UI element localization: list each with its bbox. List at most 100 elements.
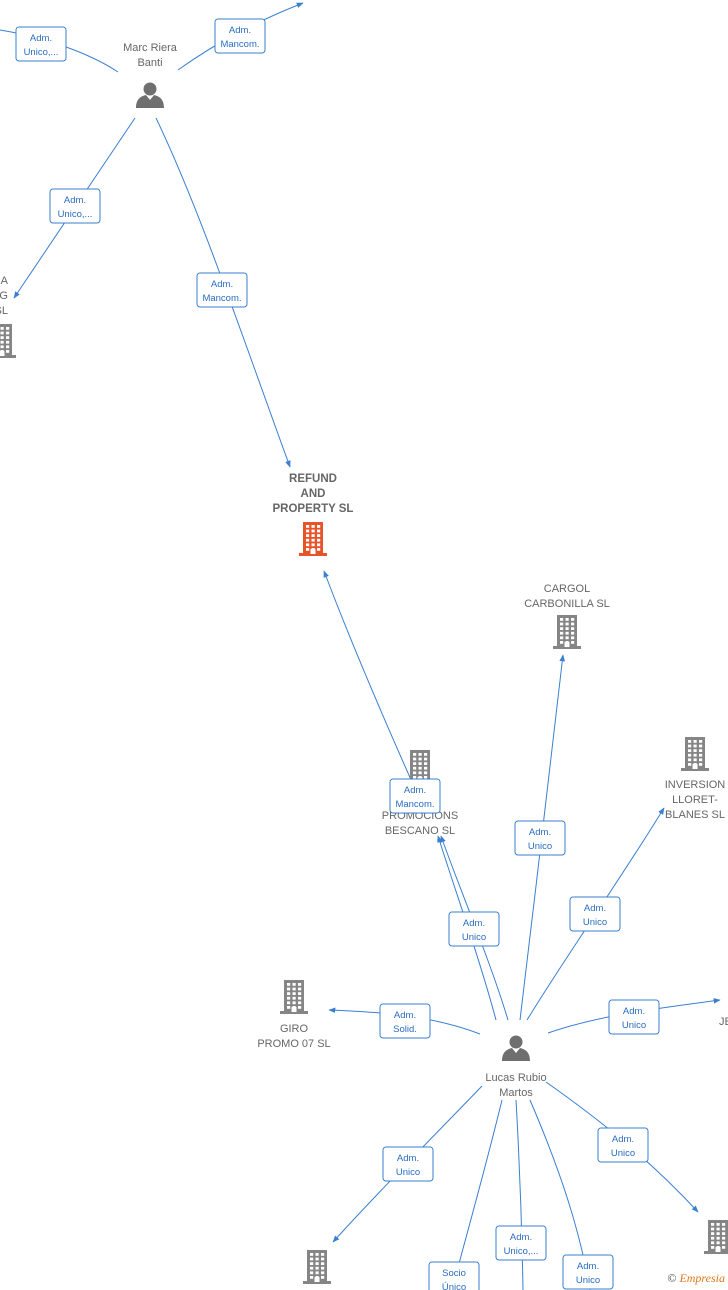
edge-label-text: Adm.: [584, 903, 606, 914]
node-label: Banti: [137, 57, 162, 69]
node-label: IG: [0, 290, 8, 302]
node-label: CARGOL: [544, 583, 590, 595]
edge-label-text: Solid.: [393, 1024, 417, 1035]
edge-label-text: Unico: [622, 1020, 646, 1031]
edge-label-text: Mancom.: [220, 39, 259, 50]
edge-label-text: Único: [442, 1282, 466, 1290]
copyright-symbol: ©: [667, 1271, 677, 1285]
edge-label-e6[interactable]: Adm. Unico: [448, 911, 500, 947]
edge-label-text: Adm.: [510, 1232, 532, 1243]
edge-label-box: [569, 896, 621, 932]
building-icon: [553, 615, 581, 649]
edge-label-text: Adm.: [529, 827, 551, 838]
edge-label-text: Unico: [528, 841, 552, 852]
edge-label-text: Adm.: [30, 33, 52, 44]
node-label: LLORET-: [672, 794, 718, 806]
edge-label-box: [214, 18, 266, 54]
building-icon-main: [299, 522, 327, 556]
edge-label-text: Unico: [396, 1167, 420, 1178]
edge-label-text: Adm.: [64, 195, 86, 206]
edge-label-box: [382, 1146, 434, 1182]
edge-label-box: [562, 1254, 614, 1290]
edge-label-e9[interactable]: Adm. Solid.: [379, 1003, 431, 1039]
node-cargol[interactable]: CARGOL CARBONILLA SL: [524, 583, 610, 649]
edge-label-text: Unico,...: [504, 1246, 539, 1257]
node-label: AND: [301, 488, 326, 500]
node-label: Martos: [499, 1087, 533, 1099]
node-label: JE: [719, 1016, 728, 1028]
edge-label-box: [448, 911, 500, 947]
edge-label-e1[interactable]: Adm. Unico,...: [15, 26, 67, 62]
building-icon: [0, 324, 16, 358]
edge-label-box: [379, 1003, 431, 1039]
edge-label-e8[interactable]: Adm. Unico: [569, 896, 621, 932]
edge-label-text: Adm.: [229, 25, 251, 36]
edge-label-box: [15, 26, 67, 62]
edge-label-e5[interactable]: Adm. Mancom.: [389, 778, 441, 814]
node-label: BESCANO SL: [385, 825, 455, 837]
node-bottom_right_co[interactable]: [704, 1220, 728, 1254]
node-bottom_left_co[interactable]: [303, 1250, 331, 1284]
edge-label-e3[interactable]: Adm. Unico,...: [49, 188, 101, 224]
edge-label-e10[interactable]: Adm. Unico: [608, 999, 660, 1035]
edge-label-e2[interactable]: Adm. Mancom.: [214, 18, 266, 54]
person-icon: [502, 1035, 530, 1061]
node-right_partial[interactable]: JE: [719, 987, 728, 1028]
person-icon: [136, 82, 164, 108]
edge-label-e4[interactable]: Adm. Mancom.: [196, 272, 248, 308]
edge-label-e15[interactable]: Adm. Unico: [562, 1254, 614, 1290]
edge-label-text: Unico,...: [58, 209, 93, 220]
building-icon: [681, 737, 709, 771]
edge-label-text: Adm.: [623, 1006, 645, 1017]
edge-e14: [515, 1099, 524, 1290]
edge-label-text: Adm.: [211, 279, 233, 290]
edge-label-box: [608, 999, 660, 1035]
edge-label-text: Adm.: [612, 1134, 634, 1145]
edge-label-text: Mancom.: [395, 799, 434, 810]
building-icon: [303, 1250, 331, 1284]
empresia-logo[interactable]: Empresia: [679, 1271, 725, 1285]
copyright-notice: © Empresia: [667, 1271, 725, 1286]
edge-label-text: Adm.: [577, 1261, 599, 1272]
node-label: PROMO 07 SL: [257, 1038, 330, 1050]
node-inversion[interactable]: INVERSION LLORET- BLANES SL: [665, 737, 726, 821]
edge-label-box: [49, 188, 101, 224]
edge-label-text: Adm.: [397, 1153, 419, 1164]
building-icon: [280, 980, 308, 1014]
node-giro[interactable]: GIRO PROMO 07 SL: [257, 980, 331, 1050]
edge-label-text: Adm.: [404, 785, 426, 796]
edge-label-box: [428, 1261, 480, 1290]
edge-label-box: [196, 272, 248, 308]
edge-label-text: Adm.: [463, 918, 485, 929]
node-label: BLANES SL: [665, 809, 725, 821]
node-label: CARBONILLA SL: [524, 598, 610, 610]
edge-label-text: Unico: [462, 932, 486, 943]
edge-label-box: [514, 820, 566, 856]
edge-label-e7[interactable]: Adm. Unico: [514, 820, 566, 856]
edge-label-e11[interactable]: Adm. Unico: [597, 1127, 649, 1163]
edge-label-text: Socio: [442, 1268, 466, 1279]
node-label: GIRO: [280, 1023, 309, 1035]
edge-label-text: Unico: [611, 1148, 635, 1159]
edge-label-text: Unico: [583, 917, 607, 928]
edge-label-text: Unico,...: [24, 47, 59, 58]
node-label: INVERSION: [665, 779, 726, 791]
node-label: REFUND: [289, 473, 337, 485]
edge-label-text: Mancom.: [202, 293, 241, 304]
node-left_partial[interactable]: A IG SL: [0, 275, 16, 358]
edge-label-text: Adm.: [394, 1010, 416, 1021]
edge-e5: [323, 570, 413, 783]
edge-label-e12[interactable]: Adm. Unico: [382, 1146, 434, 1182]
edge-label-text: Unico: [576, 1275, 600, 1286]
edge-label-e14[interactable]: Adm. Unico,...: [495, 1225, 547, 1261]
edge-label-box: [597, 1127, 649, 1163]
node-label: Marc Riera: [123, 42, 178, 54]
node-label: SL: [0, 305, 8, 317]
edge-label-box: [389, 778, 441, 814]
node-label: A: [1, 275, 9, 287]
